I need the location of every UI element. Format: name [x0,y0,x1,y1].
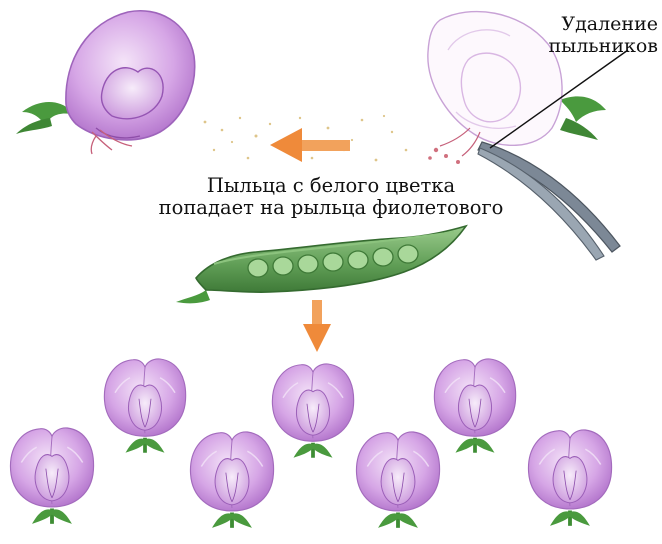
orange-arrow-down-icon [303,300,331,352]
purple-pea-flower-icon [16,11,195,154]
orange-arrow-icon [270,128,350,162]
anther-removal-label: Удаление пыльников [548,14,658,58]
offspring-flower-4 [10,428,93,524]
anther-removal-line-2: пыльников [548,36,658,58]
pollen-transfer-line-1: Пыльца с белого цветка [0,175,662,197]
pollen-dust [204,115,408,162]
pea-pod-icon [176,226,466,303]
pollen-transfer-line-2: попадает на рыльца фиолетового [0,197,662,219]
pollen-transfer-caption: Пыльца с белого цветка попадает на рыльц… [0,175,662,220]
offspring-flower-1 [104,359,185,453]
offspring-flower-7 [528,430,611,526]
offspring-flower-2 [272,364,353,458]
offspring-flower-3 [434,359,515,453]
offspring-flowers [10,359,611,528]
offspring-flower-5 [190,432,273,528]
anther-removal-line-1: Удаление [548,14,658,36]
offspring-flower-6 [356,432,439,528]
